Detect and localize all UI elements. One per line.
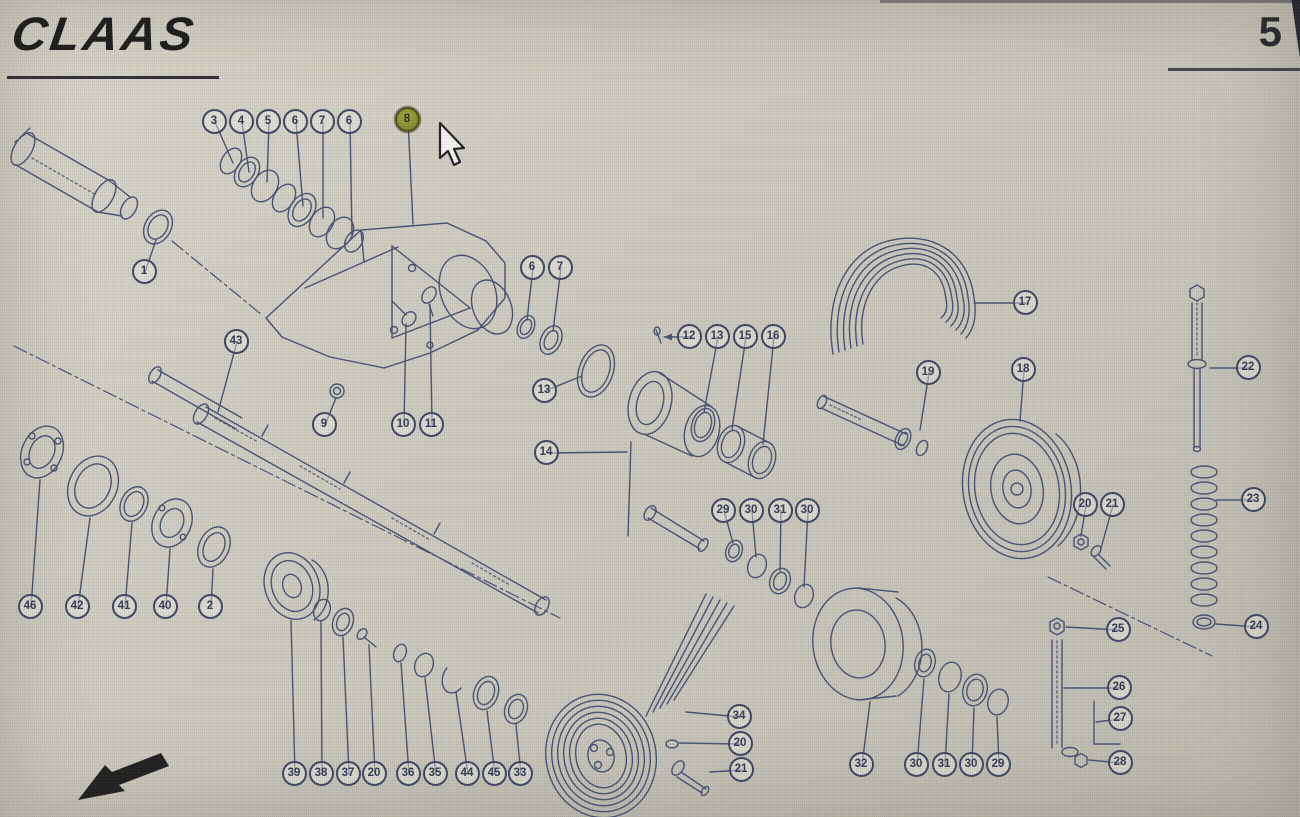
- callout-24[interactable]: 24: [1243, 613, 1269, 639]
- page-number: 5: [1258, 8, 1282, 55]
- callout-13[interactable]: 13: [531, 377, 557, 403]
- callout-6[interactable]: 6: [336, 108, 362, 134]
- callout-8[interactable]: 8: [394, 106, 420, 132]
- callout-30[interactable]: 30: [903, 751, 929, 777]
- part-main-shaft: [148, 366, 550, 616]
- part-center-rings: [724, 539, 815, 609]
- callout-44[interactable]: 44: [454, 760, 480, 786]
- callout-34[interactable]: 34: [726, 703, 752, 729]
- part-bearings-left: [19, 425, 231, 568]
- callout-22[interactable]: 22: [1235, 354, 1261, 380]
- callout-33[interactable]: 33: [507, 760, 533, 786]
- callout-5[interactable]: 5: [255, 108, 281, 134]
- callout-31[interactable]: 31: [931, 751, 957, 777]
- callout-38[interactable]: 38: [308, 760, 334, 786]
- part-input-shaft: [816, 394, 929, 457]
- screen-top-edge: [880, 0, 1300, 3]
- callout-13[interactable]: 13: [704, 323, 730, 349]
- callout-30[interactable]: 30: [794, 497, 820, 523]
- callout-17[interactable]: 17: [1012, 289, 1038, 315]
- part-bolt-spring: [1187, 284, 1218, 630]
- callout-14[interactable]: 14: [533, 439, 559, 465]
- callout-6[interactable]: 6: [282, 108, 308, 134]
- part-belt: [830, 237, 976, 355]
- callout-28[interactable]: 28: [1107, 749, 1133, 775]
- callout-21[interactable]: 21: [728, 756, 754, 782]
- callout-30[interactable]: 30: [958, 751, 984, 777]
- callout-18[interactable]: 18: [1010, 356, 1036, 382]
- callout-43[interactable]: 43: [223, 328, 249, 354]
- callout-1[interactable]: 1: [131, 258, 157, 284]
- callout-2[interactable]: 2: [197, 593, 223, 619]
- callout-20[interactable]: 20: [727, 730, 753, 756]
- callout-31[interactable]: 31: [767, 497, 793, 523]
- callout-26[interactable]: 26: [1106, 674, 1132, 700]
- callout-36[interactable]: 36: [395, 760, 421, 786]
- callout-15[interactable]: 15: [732, 323, 758, 349]
- callout-16[interactable]: 16: [760, 323, 786, 349]
- part-bearing-sleeve: [627, 370, 721, 553]
- callout-11[interactable]: 11: [418, 411, 444, 437]
- callout-7[interactable]: 7: [547, 254, 573, 280]
- callout-29[interactable]: 29: [985, 751, 1011, 777]
- part-pulley-large: [961, 418, 1082, 560]
- callout-39[interactable]: 39: [281, 760, 307, 786]
- callout-12[interactable]: 12: [676, 323, 702, 349]
- callout-32[interactable]: 32: [848, 751, 874, 777]
- callout-46[interactable]: 46: [17, 593, 43, 619]
- direction-arrow-icon: [78, 753, 169, 800]
- callout-4[interactable]: 4: [228, 108, 254, 134]
- part-seal-ring-set: [219, 147, 364, 253]
- part-hub-front: [263, 552, 529, 725]
- callout-20[interactable]: 20: [361, 760, 387, 786]
- leader-lines: [30, 119, 1258, 775]
- callout-41[interactable]: 41: [111, 593, 137, 619]
- callout-20[interactable]: 20: [1072, 491, 1098, 517]
- callout-7[interactable]: 7: [309, 108, 335, 134]
- part-input-cap: [10, 132, 174, 245]
- callout-6[interactable]: 6: [519, 254, 545, 280]
- callout-3[interactable]: 3: [201, 108, 227, 134]
- callout-37[interactable]: 37: [335, 760, 361, 786]
- callout-42[interactable]: 42: [64, 593, 90, 619]
- part-hub-right: [812, 587, 1009, 716]
- part-mid-rings: [516, 314, 616, 398]
- part-pulley-bottom: [544, 593, 735, 817]
- callout-23[interactable]: 23: [1240, 486, 1266, 512]
- page-number-underline: [1168, 68, 1300, 71]
- callout-10[interactable]: 10: [390, 411, 416, 437]
- callout-25[interactable]: 25: [1105, 616, 1131, 642]
- callout-35[interactable]: 35: [422, 760, 448, 786]
- callout-9[interactable]: 9: [311, 411, 337, 437]
- logo-underline: [7, 76, 219, 79]
- callout-29[interactable]: 29: [710, 497, 736, 523]
- callout-40[interactable]: 40: [152, 593, 178, 619]
- callout-27[interactable]: 27: [1107, 705, 1133, 731]
- part-tensioner: [1049, 617, 1121, 769]
- callout-21[interactable]: 21: [1099, 491, 1125, 517]
- callout-30[interactable]: 30: [738, 497, 764, 523]
- screen-corner-shadow: [1291, 0, 1300, 58]
- callout-19[interactable]: 19: [915, 359, 941, 385]
- callout-45[interactable]: 45: [481, 760, 507, 786]
